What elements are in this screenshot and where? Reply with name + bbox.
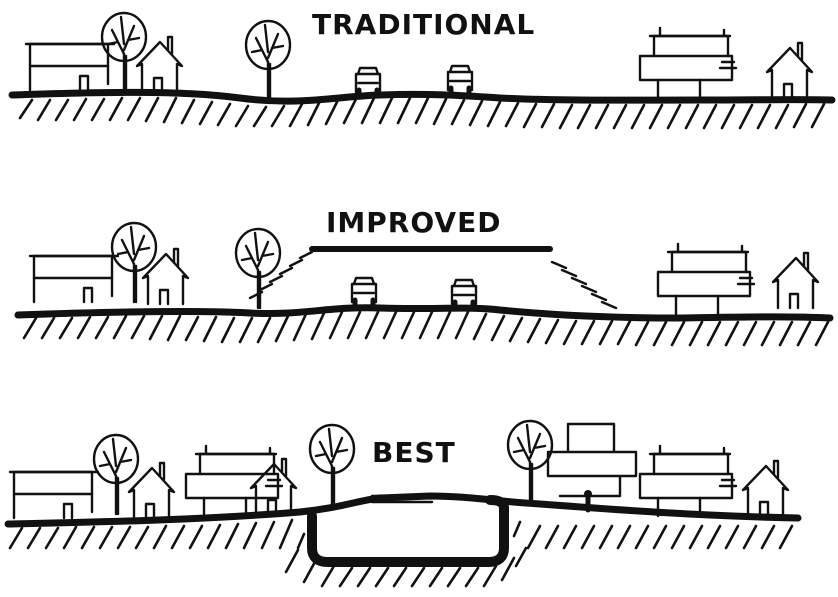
building-icon (28, 254, 120, 304)
section-improved: IMPROVED (14, 206, 834, 347)
building-icon (8, 470, 100, 520)
car-icon (352, 278, 376, 306)
tree-icon (506, 419, 554, 502)
soil-hatching (8, 518, 794, 588)
label-traditional: TRADITIONAL (312, 8, 535, 41)
label-improved: IMPROVED (326, 206, 501, 239)
stacked-building-icon (638, 444, 738, 518)
stacked-building-icon (638, 26, 738, 100)
tree-icon (92, 433, 140, 516)
tunnel-box (307, 495, 509, 567)
house-icon (765, 41, 814, 100)
section-best: BEST (4, 419, 802, 588)
tree-icon (308, 423, 356, 506)
tunnel-roof-slab (370, 494, 434, 504)
ground-line (4, 492, 802, 528)
label-best: BEST (372, 436, 456, 469)
stacked-building-icon (656, 242, 756, 316)
car-icon (452, 280, 476, 308)
building-icon (24, 42, 116, 92)
tree-icon (110, 221, 158, 304)
car-icon (448, 66, 472, 94)
soil-hatching (22, 310, 830, 347)
soil-hatching (18, 96, 826, 130)
stacked-building-icon (546, 422, 638, 498)
deck-structure (248, 246, 618, 310)
tree-icon (234, 227, 282, 310)
house-icon (741, 459, 790, 518)
ground-line (8, 88, 836, 105)
house-icon (771, 251, 820, 310)
section-traditional: TRADITIONAL (8, 8, 836, 130)
ground-line (14, 304, 834, 322)
tree-icon (244, 19, 292, 102)
house-icon (141, 247, 190, 306)
